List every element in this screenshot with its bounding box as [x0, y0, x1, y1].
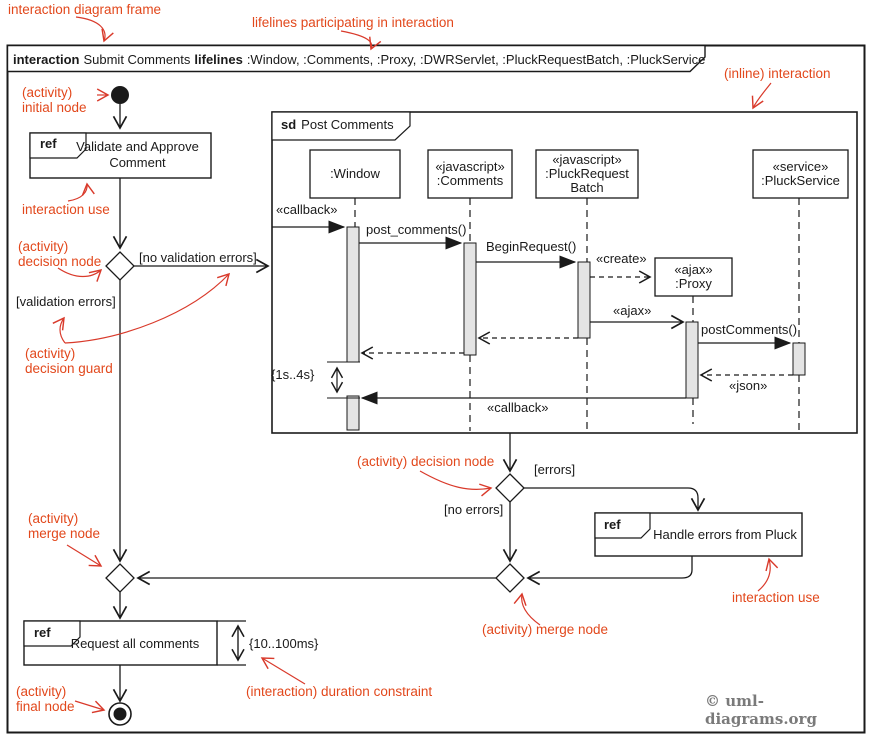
- msg-label-ajax: «ajax»: [613, 303, 652, 318]
- activation-proxy: [685, 321, 699, 399]
- annotation-interaction-use-2: interaction use: [732, 590, 820, 605]
- duration-ticks-sd: [327, 361, 360, 399]
- interaction-frame-pentagon: [6, 44, 706, 73]
- guard-validation-errors: [validation errors]: [16, 294, 116, 309]
- activation-pluckrequestbatch: [577, 261, 591, 339]
- merge-node-2: [495, 563, 525, 593]
- frame-header-keyword: interaction: [13, 51, 80, 67]
- msg-label-callback-out: «callback»: [487, 400, 549, 415]
- annotation-arrow-decision-1: [57, 267, 103, 282]
- sd-duration-constraint: {1s..4s}: [271, 367, 315, 382]
- annotation-frame: interaction diagram frame: [8, 2, 162, 17]
- lifeline-comments-name: :Comments: [436, 173, 504, 188]
- annotation-lifelines: lifelines participating in interaction: [252, 15, 454, 30]
- annotation-decision-node-1: (activity) decision node: [18, 239, 102, 269]
- annotation-duration-constraint: (interaction) duration constraint: [246, 684, 433, 699]
- annotation-decision-node-2: (activity) decision node: [357, 454, 495, 469]
- lifeline-head-comments: «javascript» :Comments: [428, 150, 512, 198]
- ref-request-all-tab-label: ref: [34, 625, 51, 640]
- lifeline-head-proxy: «ajax» :Proxy: [655, 258, 732, 296]
- lifeline-prb-name-2: Batch: [570, 180, 604, 195]
- annotation-decision-guard: (activity) decision guard: [25, 346, 113, 376]
- duration-ticks-activity: [217, 620, 246, 666]
- copyright-watermark: © uml-diagrams.org: [705, 692, 817, 728]
- activation-window-2: [346, 395, 360, 431]
- lifeline-pluckservice-stereotype: «service»: [772, 158, 829, 174]
- guard-no-errors: [no errors]: [444, 502, 504, 517]
- frame-header-lifelines-list: :Window, :Comments, :Proxy, :DWRServlet,…: [246, 51, 706, 67]
- ref-handle-errors-tab: [594, 512, 651, 539]
- ref-request-all-tab: [23, 620, 81, 647]
- annotation-arrow-guard-1: [52, 316, 66, 344]
- ref-handle-errors-label: Handle errors from Pluck: [653, 527, 797, 542]
- annotation-arrow-guard-2: [64, 272, 231, 344]
- lifeline-pluckservice-name: :PluckService: [761, 173, 840, 188]
- lifeline-head-pluckservice: «service» :PluckService: [753, 150, 848, 198]
- head-pluckservice: [752, 149, 849, 199]
- ref-request-all-label: Request all comments: [70, 636, 200, 651]
- annotation-inline-interaction: (inline) interaction: [724, 66, 831, 81]
- activation-comments: [463, 242, 477, 356]
- initial-node: [111, 86, 129, 104]
- annotation-interaction-use-1: interaction use: [22, 202, 110, 217]
- annotation-arrow-interaction-use-1: [67, 182, 95, 202]
- activation-pluckservice: [792, 342, 806, 376]
- head-window: [309, 149, 401, 199]
- ref-validate-tab-label: ref: [40, 136, 57, 151]
- annotation-arrow-decision-2: [419, 470, 493, 497]
- annotation-merge-node-bottom: (activity) merge node: [482, 622, 609, 637]
- annotation-arrow-merge-1: [66, 544, 103, 567]
- annotation-arrow-lifelines: [340, 30, 382, 51]
- sd-keyword: sd: [281, 117, 297, 132]
- lifeline-prb-name-1: :PluckRequest: [545, 166, 629, 181]
- head-comments: [427, 149, 513, 199]
- lifeline-proxy-stereotype: «ajax»: [674, 261, 713, 277]
- annotation-arrow-inline: [751, 82, 772, 110]
- annotation-arrow-frame: [75, 16, 114, 43]
- flow-handle-to-merge2: [526, 556, 693, 586]
- annotation-arrow-interaction-use-2: [757, 557, 779, 592]
- annotation-arrow-merge-2: [513, 592, 541, 626]
- annotation-arrow-final: [74, 700, 106, 714]
- ref-validate-tab: [29, 132, 87, 159]
- flow-errors-to-handle: [524, 487, 706, 512]
- msg-label-create: «create»: [596, 251, 647, 266]
- msg-label-json: «json»: [729, 378, 768, 393]
- merge-node-1: [105, 563, 135, 593]
- msg-label-post-comments: post_comments(): [366, 222, 467, 237]
- final-node-core: [113, 707, 127, 721]
- frame-header-lifelines-keyword: lifelines: [194, 51, 243, 67]
- msg-label-callback-in: «callback»: [276, 202, 338, 217]
- sd-frame-label: sd Post Comments: [281, 117, 394, 132]
- lifeline-window-name: :Window: [330, 165, 380, 181]
- ref-validate-label: Validate and Approve Comment: [76, 139, 199, 170]
- frame-header: interaction Submit Comments lifelines :W…: [13, 48, 709, 70]
- lifeline-head-window: :Window: [310, 150, 400, 198]
- sd-title: Post Comments: [301, 117, 394, 132]
- activation-window-1: [346, 226, 360, 363]
- guard-errors: [errors]: [534, 462, 576, 477]
- annotation-initial-node: (activity) initial node: [22, 85, 87, 115]
- lifeline-head-pluckrequestbatch: «javascript» :PluckRequest Batch: [536, 150, 638, 198]
- annotation-merge-node-left: (activity) merge node: [28, 511, 101, 541]
- lifeline-prb-stereotype: «javascript»: [552, 152, 622, 167]
- activity-duration-constraint: {10..100ms}: [249, 636, 319, 651]
- guard-no-validation-errors: [no validation errors]: [139, 250, 257, 265]
- decision-node-1: [105, 251, 135, 281]
- head-proxy: [654, 257, 733, 297]
- head-pluckrequestbatch: [535, 149, 639, 199]
- annotation-arrow-duration: [260, 657, 306, 685]
- lifeline-comments-stereotype: «javascript»: [435, 158, 505, 174]
- frame-header-title: Submit Comments: [83, 51, 191, 67]
- msg-label-begin-request: BeginRequest(): [486, 239, 577, 254]
- lifeline-proxy-name: :Proxy: [675, 276, 712, 291]
- annotation-final-node: (activity) final node: [16, 684, 75, 714]
- msg-label-post-comments-svc: postComments(): [701, 322, 798, 337]
- sd-frame-pentagon: [271, 111, 411, 141]
- ref-handle-errors-tab-label: ref: [604, 517, 621, 532]
- decision-node-2: [495, 473, 525, 503]
